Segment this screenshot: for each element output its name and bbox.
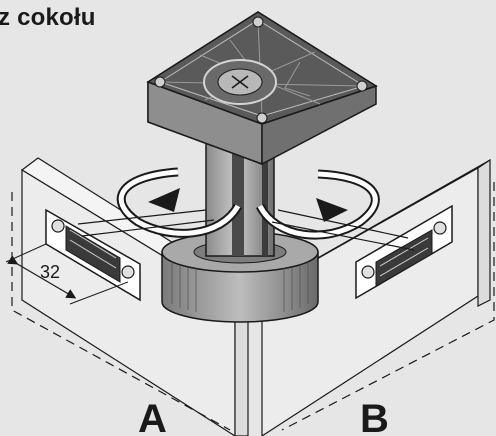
panel-a-label: A [138,397,167,436]
page-title: z cokołu [0,4,96,31]
leg-top-plate [146,11,378,166]
arrow-right-icon [316,198,348,222]
rotation-arrows [116,167,380,240]
leg-column [205,129,275,257]
panel-b-label: B [360,397,389,436]
mounting-clip-a [45,208,215,302]
arrow-left-icon [148,188,180,212]
dimension-label: 32 [40,262,60,282]
mounting-clip-b [271,204,453,300]
screw-icon [154,76,166,88]
dimension-marker: 32 [5,243,129,305]
